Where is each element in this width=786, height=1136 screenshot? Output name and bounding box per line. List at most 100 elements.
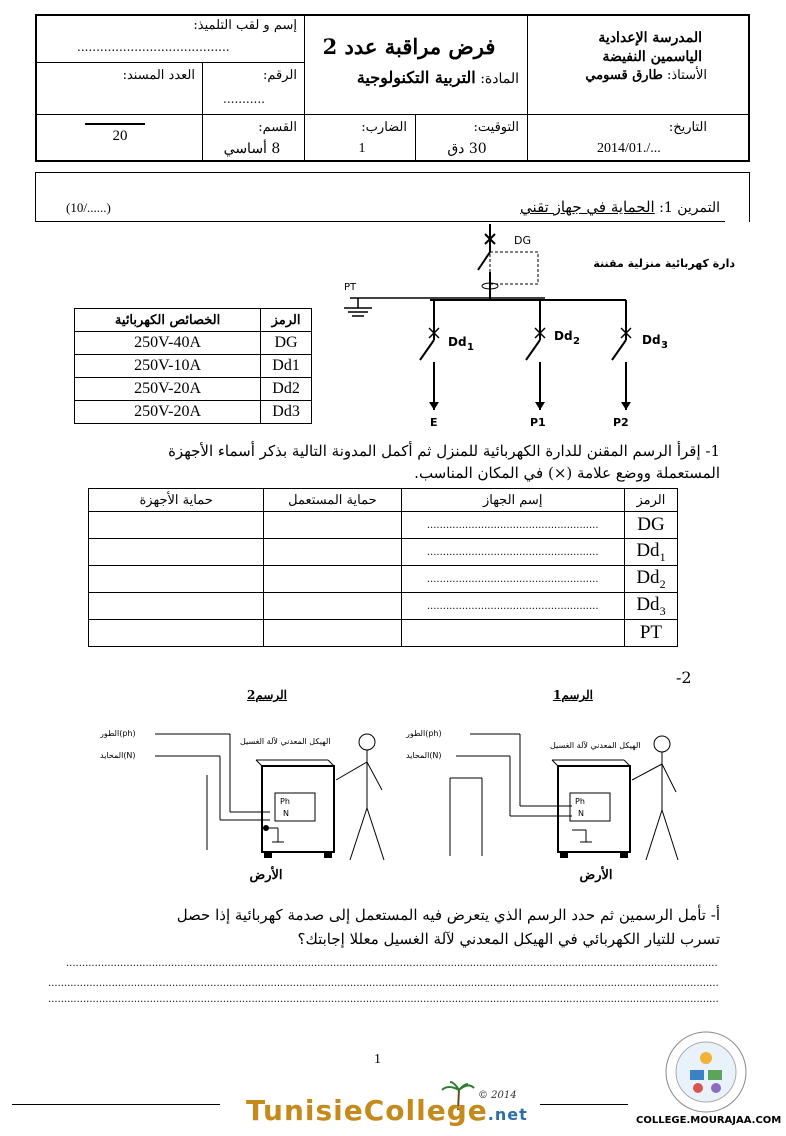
person-head: [653, 735, 671, 753]
exercise-heading: التمرين 1: الحماية في جهاز تقني: [460, 198, 720, 216]
table-header-cell: الرمز: [623, 488, 679, 512]
header-divider: [37, 62, 304, 63]
exercise-title: الحماية في جهاز تقني: [520, 198, 655, 216]
symbol-text: DG: [637, 514, 665, 535]
exam-title: فرض مراقبة عدد 2: [322, 34, 496, 59]
table-row: ........................................…: [87, 511, 679, 539]
dg-label: DG: [514, 234, 531, 247]
dd1-label: Dd: [448, 335, 467, 349]
number-label: الرقم:: [263, 68, 297, 83]
table-header-cell: إسم الجهاز: [400, 488, 625, 512]
footer-rule: [12, 1104, 220, 1105]
symbol-cell: PT: [623, 619, 679, 647]
table-header-cell: الخصائص الكهربائية: [73, 308, 262, 332]
device-name-cell[interactable]: [400, 619, 625, 647]
date-label: التاريخ:: [668, 120, 707, 135]
table-header-row: حماية الأجهزة حماية المستعمل إسم الجهاز …: [87, 488, 679, 512]
device-protection-cell[interactable]: [87, 538, 265, 566]
duration-value: 30 دق: [447, 141, 487, 157]
dd2-cross: [534, 327, 546, 339]
device-protection-cell[interactable]: [87, 592, 265, 620]
class-label: القسم:: [258, 120, 297, 135]
coef-label: الضارب:: [361, 120, 407, 135]
ph-text: Ph: [575, 797, 585, 806]
chassis-label: الهيكل المعدني لآلة الغسيل: [240, 736, 331, 746]
symbol-text: Dd: [636, 593, 660, 615]
answer-line[interactable]: ........................................…: [66, 958, 718, 969]
person-arm: [366, 761, 383, 791]
person-arm: [631, 763, 663, 781]
answer-line[interactable]: ........................................…: [48, 978, 718, 989]
coef-value: 1: [358, 141, 366, 156]
neutral-label: المحايد(N): [100, 751, 136, 760]
circuit-caption: دارة كهربائية منزلية مقننة: [593, 257, 735, 270]
school-name: المدرسة الإعدادية: [598, 30, 702, 46]
symbol-cell: Dd1: [623, 538, 679, 566]
p1-label: P1: [530, 416, 546, 429]
figure-1-title: الرسم1: [552, 688, 593, 702]
person-leg: [645, 809, 663, 861]
header-divider: [37, 114, 748, 115]
circuit-diagram: DG PT Dd 1 E Dd 2 P1 Dd 3 P2: [344, 224, 668, 429]
n-text: N: [283, 809, 289, 818]
pt-label: PT: [344, 282, 357, 293]
person-head: [358, 733, 376, 751]
college-emblem-icon: [665, 1031, 747, 1113]
exercise-box: [35, 172, 750, 222]
page-number: 1: [374, 1052, 381, 1067]
earth-label-figure-2: الأرض: [249, 868, 283, 883]
table-row: 250V-40A DG: [73, 331, 312, 355]
answer-line[interactable]: ........................................…: [48, 994, 718, 1005]
phase-label: الطور(ph): [100, 729, 136, 738]
symbol-cell: DG: [623, 511, 679, 539]
exercise-box-bottom: [35, 221, 725, 222]
user-protection-cell[interactable]: [263, 619, 402, 647]
device-protection-cell[interactable]: [87, 511, 265, 539]
class-value: 8 أساسي: [223, 141, 281, 157]
dd3-cross: [620, 327, 632, 339]
table-header-cell: الرمز: [260, 308, 312, 332]
symbol-text: Dd: [636, 539, 660, 561]
dd1-blade: [419, 339, 435, 361]
figure-1-diagram: الطور(ph) المحايد(N) Ph N الهيكل المعدني…: [405, 729, 679, 861]
person-leg: [366, 807, 385, 861]
table-header-row: الخصائص الكهربائية الرمز: [73, 308, 312, 332]
terminal-box: [569, 792, 611, 822]
brand-logo[interactable]: TunisieCollege.net: [246, 1094, 528, 1127]
ph-text: Ph: [280, 797, 290, 806]
grade-label: العدد المسند:: [122, 68, 195, 83]
washing-machine-chassis: [261, 765, 335, 853]
teacher-line: الأستاذ: طارق قسومي: [532, 68, 707, 83]
device-name-cell[interactable]: ........................................…: [400, 538, 625, 566]
spec-cell: 250V-40A: [73, 331, 262, 355]
table-row: 250V-20A Dd2: [73, 377, 312, 401]
user-protection-cell[interactable]: [263, 592, 402, 620]
answer-table: حماية الأجهزة حماية المستعمل إسم الجهاز …: [87, 488, 679, 647]
device-name-cell[interactable]: ........................................…: [400, 592, 625, 620]
p2-label: P2: [613, 416, 629, 429]
footer-site[interactable]: COLLEGE.MOURAJAA.COM: [636, 1115, 782, 1126]
question-1-line1: 1- إقرأ الرسم المقنن للدارة الكهربائية ل…: [168, 442, 720, 460]
header-divider: [304, 16, 305, 162]
student-name-field[interactable]: ........................................: [77, 40, 230, 54]
table-row: PT: [87, 619, 679, 647]
device-protection-cell[interactable]: [87, 619, 265, 647]
device-name-cell[interactable]: ........................................…: [400, 565, 625, 593]
copyright-year: © 2014: [478, 1090, 517, 1101]
user-protection-cell[interactable]: [263, 538, 402, 566]
device-protection-cell[interactable]: [87, 565, 265, 593]
question-2a-line1: أ- تأمل الرسمين ثم حدد الرسم الذي يتعرض …: [176, 906, 720, 924]
number-field[interactable]: ...........: [223, 92, 265, 106]
dg-switch-blade: [477, 251, 491, 271]
dg-cross: [484, 233, 496, 245]
exercise-score: (10/......): [66, 200, 111, 215]
user-protection-cell[interactable]: [263, 565, 402, 593]
machine-foot: [620, 852, 628, 858]
chassis-edge: [327, 759, 335, 767]
person-arm: [335, 761, 368, 781]
student-label: إسم و لقب التلميذ:: [193, 18, 297, 33]
brand-text: TunisieCollege: [246, 1094, 488, 1127]
exam-header: المدرسة الإعدادية الياسمين النفيضة الأست…: [35, 14, 750, 162]
user-protection-cell[interactable]: [263, 511, 402, 539]
device-name-cell[interactable]: ........................................…: [400, 511, 625, 539]
